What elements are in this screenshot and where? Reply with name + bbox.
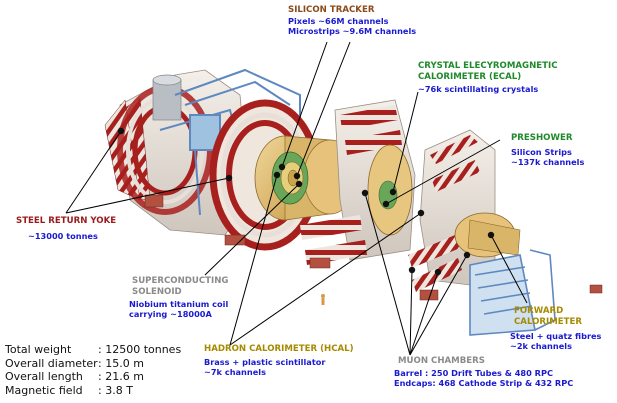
forward-line-2: ~2k channels: [510, 341, 572, 351]
muon-line-2: Endcaps: 468 Cathode Strip & 432 RPC: [394, 378, 574, 388]
leader-dots: [117, 127, 495, 276]
solenoid-line-2: carrying ~18000A: [129, 309, 212, 319]
hcal-title: HADRON CALORIMETER (HCAL): [204, 344, 354, 354]
detector-feet: [144, 194, 603, 301]
preshower-line-2: ~137k channels: [511, 157, 585, 167]
detector-stats: Total weight : 12500 tonnes Overall diame…: [5, 343, 181, 397]
yoke-line-1: ~13000 tonnes: [28, 231, 98, 241]
tracker-title: SILICON TRACKER: [288, 5, 375, 15]
endcap-disks: [408, 129, 521, 292]
hcal-line-2: ~7k channels: [204, 367, 266, 377]
preshower-line-1: Silicon Strips: [511, 147, 572, 157]
stat-value: : 12500 tonnes: [98, 343, 182, 356]
forward-title-2: CALORIMETER: [514, 317, 583, 327]
leader-lines: [65, 41, 528, 356]
ecal-title-2: CALORIMETER (ECAL): [418, 72, 522, 82]
stat-value: : 15.0 m: [98, 356, 144, 370]
stat-row: Magnetic field : 3.8 T: [5, 384, 181, 398]
tracker-line-2: Microstrips ~9.6M channels: [288, 26, 417, 36]
stat-key: Overall length: [5, 370, 83, 383]
muon-line-1: Barrel : 250 Drift Tubes & 480 RPC: [394, 368, 553, 378]
ecal-line-1: ~76k scintillating crystals: [418, 84, 539, 94]
tracker-line-1: Pixels ~66M channels: [288, 16, 389, 26]
person-scale-figure: [321, 294, 325, 305]
cryostat-tank: [152, 74, 182, 121]
preshower-title: PRESHOWER: [511, 133, 573, 143]
forward-platform: [469, 249, 556, 336]
forward-title-1: FORWARD: [514, 306, 564, 316]
solenoid-title-1: SUPERCONDUCTING: [132, 276, 229, 286]
ecal-title-1: CRYSTAL ELECYROMAGNETIC: [418, 61, 558, 71]
stat-value: : 3.8 T: [98, 383, 133, 397]
barrel-wheels-middle: [300, 99, 416, 265]
stat-key: Overall diameter: [5, 356, 98, 370]
stat-row: Total weight : 12500 tonnes: [5, 343, 181, 357]
stat-key: Magnetic field: [5, 383, 83, 397]
yoke-title: STEEL RETURN YOKE: [16, 216, 117, 226]
solenoid-title-2: SOLENOID: [132, 287, 182, 297]
stat-key: Total weight: [5, 343, 72, 356]
forward-line-1: Steel + quatz fibres: [510, 331, 602, 341]
stat-row: Overall length : 21.6 m: [5, 370, 181, 384]
hcal-line-1: Brass + plastic scintillator: [204, 357, 326, 367]
stat-value: : 21.6 m: [98, 370, 144, 383]
solenoid-line-1: Niobium titanium coil: [129, 299, 229, 309]
stat-row: Overall diameter: 15.0 m: [5, 357, 181, 371]
muon-title: MUON CHAMBERS: [398, 356, 485, 366]
